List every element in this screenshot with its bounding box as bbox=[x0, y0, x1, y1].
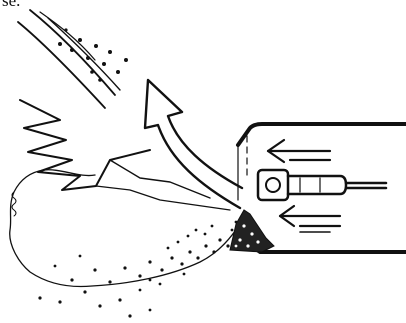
cylinder-unit bbox=[256, 168, 388, 202]
zigzag-lines bbox=[19, 99, 231, 211]
wavy-outline bbox=[9, 169, 241, 288]
debris-pile bbox=[229, 209, 275, 253]
air-flow-arrows bbox=[266, 138, 342, 233]
particle-dots bbox=[38, 28, 238, 318]
caption-fragment: se. bbox=[2, 0, 21, 10]
upward-curved-arrow bbox=[143, 78, 244, 210]
streak-lines bbox=[17, 9, 121, 109]
